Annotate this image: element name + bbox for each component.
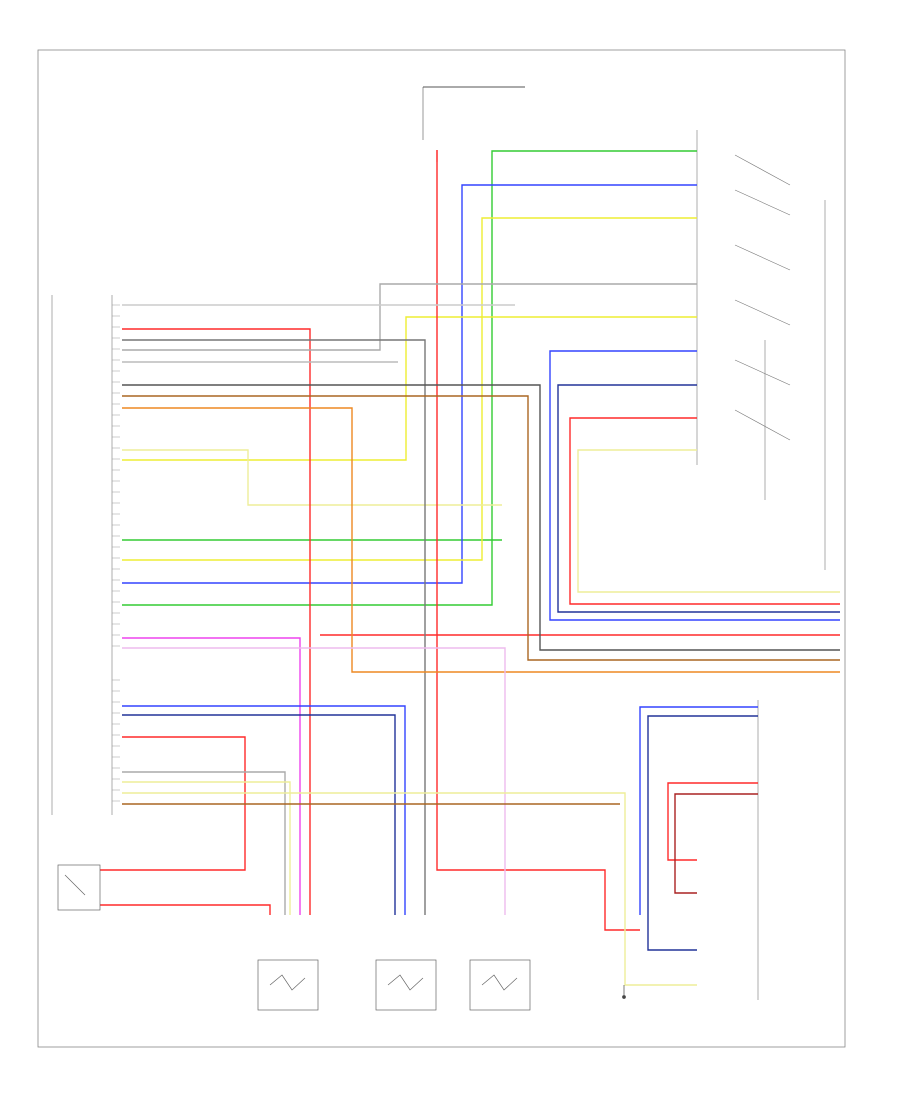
wire-lower-2: [122, 781, 291, 915]
wire-dark-orange: [122, 384, 840, 651]
wire-blue-2: [549, 350, 840, 621]
motor-2: [375, 959, 437, 1011]
wire-harness: [100, 150, 840, 986]
wire-navy: [557, 384, 840, 613]
wire-navy-lower: [122, 714, 396, 915]
power-label-block: [425, 95, 485, 135]
wire-orange-2: [122, 407, 840, 673]
wire-blue-lower: [122, 705, 406, 915]
memory-switch: [57, 864, 101, 911]
wire-gray: [122, 283, 697, 351]
wire-yellow-2: [122, 316, 697, 461]
wire-pale-yellow: [122, 449, 502, 506]
diagram-border: [37, 49, 846, 1048]
wire-right-navy: [647, 715, 758, 951]
wire-gray-3: [122, 339, 426, 915]
power-source: [422, 86, 525, 162]
wire-right-dark-red: [674, 793, 758, 894]
wire-magenta-2: [122, 647, 506, 915]
wire-yellow: [122, 217, 697, 561]
wire-red-main: [436, 162, 640, 931]
wire-right-blue: [639, 706, 758, 915]
wire-magenta: [122, 637, 301, 915]
wire-red-3: [122, 328, 311, 915]
wire-lower-3: [122, 792, 697, 986]
wire-green: [122, 150, 697, 606]
seat-switch-assembly: [696, 130, 826, 1000]
ground-symbol: [622, 985, 626, 999]
wire-pale-yellow-2: [577, 449, 840, 593]
seat-control-module-connector: [51, 295, 113, 815]
wire-orange: [122, 395, 840, 661]
motor-3: [469, 959, 531, 1011]
connector-pin-ticks: [112, 304, 120, 802]
wire-red-5: [100, 904, 271, 915]
wire-blue: [122, 184, 697, 584]
wire-red-2: [569, 417, 840, 605]
wire-right-red: [667, 782, 758, 861]
wire-lower-1: [122, 771, 286, 915]
motor-1: [257, 959, 319, 1011]
